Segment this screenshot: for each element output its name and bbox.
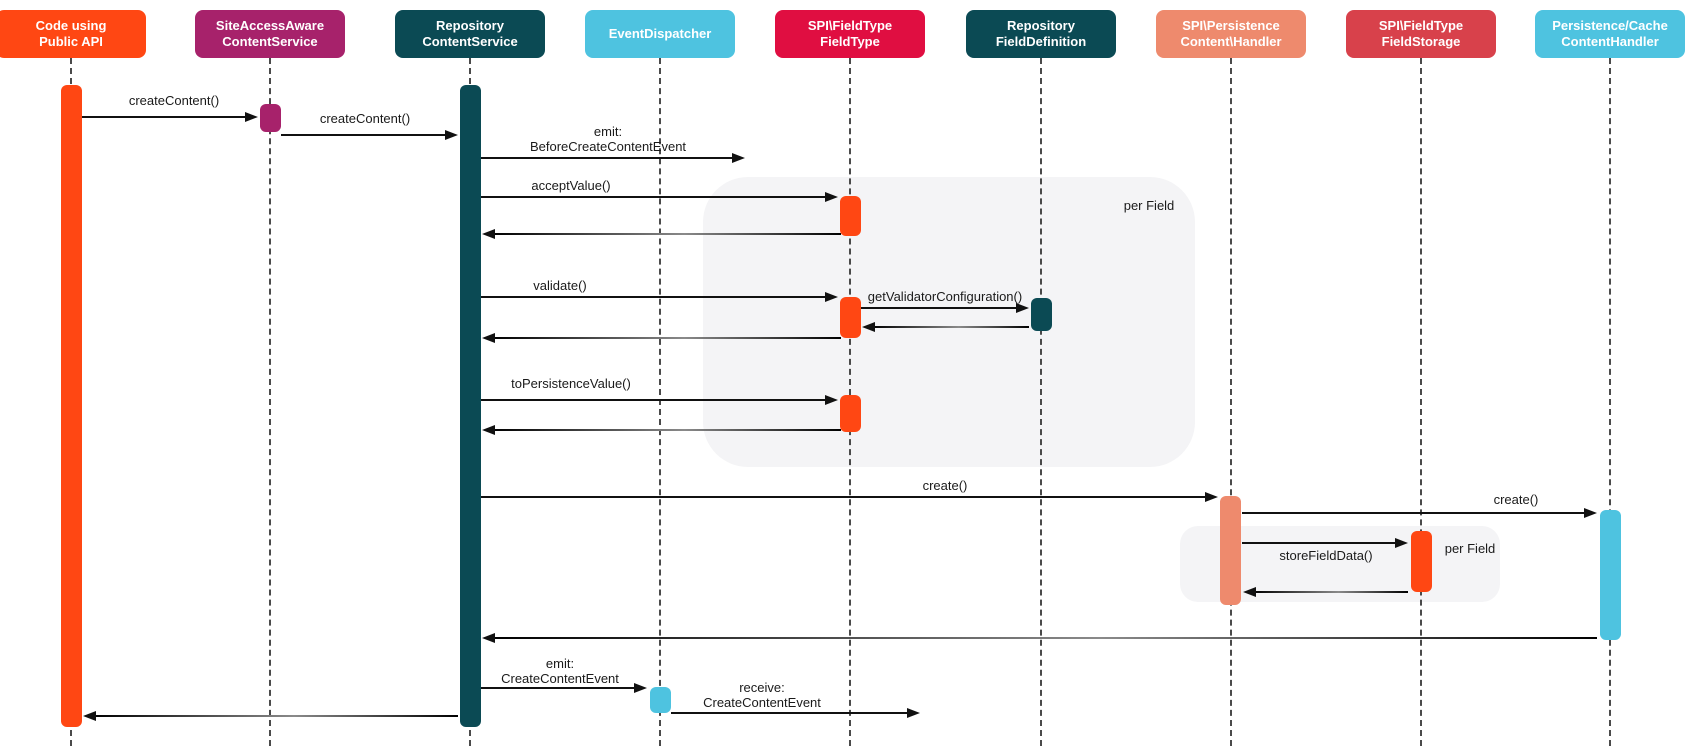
message-arrowhead-return-validate: [482, 333, 495, 343]
message-line-storefielddata: [1242, 542, 1397, 544]
group-label-per-field-2: per Field: [1444, 541, 1496, 556]
activation-spi-fieldtype-acceptvalue: [839, 196, 861, 236]
message-arrowhead-create-cache: [1584, 508, 1597, 518]
message-arrowhead-return-getvalidatorconfiguration: [862, 322, 875, 332]
message-arrowhead-return-acceptvalue: [482, 229, 495, 239]
participant-siteaccessaware-contentservice: SiteAccessAware ContentService: [195, 10, 345, 58]
message-line-return-validate: [493, 337, 841, 339]
lifeline-siteaccessaware-contentservice: [269, 58, 271, 746]
activation-repository-fielddefinition: [1030, 298, 1052, 331]
group-per-field-1: [703, 177, 1195, 467]
message-line-create-persistence: [481, 496, 1207, 498]
participant-spi-fieldtype-fieldstorage: SPI\FieldType FieldStorage: [1346, 10, 1496, 58]
activation-persistence-cache-contenthandler: [1599, 510, 1621, 640]
message-arrowhead-storefielddata: [1395, 538, 1408, 548]
message-arrowhead-emit-beforecreatecontentevent: [732, 153, 745, 163]
participant-eventdispatcher: EventDispatcher: [585, 10, 735, 58]
message-label-receive-createcontentevent: receive: CreateContentEvent: [703, 680, 821, 711]
participant-code-public-api: Code using Public API: [0, 10, 146, 58]
message-line-emit-beforecreatecontentevent: [481, 157, 734, 159]
message-line-emit-createcontentevent: [481, 687, 636, 689]
activation-spi-persistence-content-handler: [1219, 496, 1241, 605]
message-line-return-topersistencevalue: [493, 429, 841, 431]
message-label-topersistencevalue: toPersistenceValue(): [511, 376, 631, 391]
message-arrowhead-return-createcontent: [83, 711, 96, 721]
message-label-createcontent-1: createContent(): [128, 93, 220, 108]
message-line-validate: [481, 296, 827, 298]
activation-siteaccessaware-contentservice: [259, 104, 281, 132]
activation-spi-fieldtype-validate: [839, 297, 861, 338]
message-line-createcontent-1: [82, 116, 247, 118]
message-line-return-createcontent: [94, 715, 458, 717]
group-label-per-field-1: per Field: [1123, 198, 1175, 213]
message-line-return-getvalidatorconfiguration: [873, 326, 1029, 328]
message-label-getvalidatorconfiguration: getValidatorConfiguration(): [867, 289, 1023, 304]
participant-spi-fieldtype-fieldtype: SPI\FieldType FieldType: [775, 10, 925, 58]
message-arrowhead-return-storefielddata: [1243, 587, 1256, 597]
message-label-createcontent-2: createContent(): [319, 111, 411, 126]
activation-spi-fieldtype-fieldstorage: [1410, 531, 1432, 592]
message-arrowhead-topersistencevalue: [825, 395, 838, 405]
message-line-getvalidatorconfiguration: [861, 307, 1018, 309]
message-label-acceptvalue: acceptValue(): [531, 178, 611, 193]
message-arrowhead-create-persistence: [1205, 492, 1218, 502]
message-line-acceptvalue: [481, 196, 827, 198]
message-arrowhead-return-topersistencevalue: [482, 425, 495, 435]
participant-repository-fielddefinition: Repository FieldDefinition: [966, 10, 1116, 58]
message-arrowhead-createcontent-2: [445, 130, 458, 140]
message-label-storefielddata: storeFieldData(): [1279, 548, 1373, 563]
lifeline-eventdispatcher: [659, 58, 661, 746]
participant-persistence-cache-contenthandler: Persistence/Cache ContentHandler: [1535, 10, 1685, 58]
message-line-return-create: [493, 637, 1597, 639]
message-arrowhead-getvalidatorconfiguration: [1016, 303, 1029, 313]
message-arrowhead-validate: [825, 292, 838, 302]
message-arrowhead-createcontent-1: [245, 112, 258, 122]
message-line-topersistencevalue: [481, 399, 827, 401]
lifeline-spi-fieldtype-fieldstorage: [1420, 58, 1422, 746]
message-line-return-storefielddata: [1254, 591, 1408, 593]
activation-spi-fieldtype-topersistencevalue: [839, 395, 861, 432]
participant-repository-contentservice: Repository ContentService: [395, 10, 545, 58]
message-line-create-cache: [1242, 512, 1586, 514]
lifeline-persistence-cache-contenthandler: [1609, 58, 1611, 746]
message-arrowhead-receive-createcontentevent: [907, 708, 920, 718]
message-arrowhead-return-create: [482, 633, 495, 643]
activation-repository-contentservice: [459, 85, 481, 727]
message-label-emit-createcontentevent: emit: CreateContentEvent: [501, 656, 619, 687]
lifeline-repository-fielddefinition: [1040, 58, 1042, 746]
message-line-createcontent-2: [281, 134, 447, 136]
message-label-create-persistence: create(): [922, 478, 968, 493]
message-arrowhead-emit-createcontentevent: [634, 683, 647, 693]
message-label-validate: validate(): [533, 278, 587, 293]
activation-eventdispatcher: [649, 687, 671, 713]
lifeline-spi-persistence-content-handler: [1230, 58, 1232, 746]
message-line-receive-createcontentevent: [671, 712, 909, 714]
message-label-emit-beforecreatecontentevent: emit: BeforeCreateContentEvent: [529, 124, 687, 155]
message-line-return-acceptvalue: [493, 233, 841, 235]
message-arrowhead-acceptvalue: [825, 192, 838, 202]
participant-spi-persistence-content-handler: SPI\Persistence Content\Handler: [1156, 10, 1306, 58]
activation-code-public-api: [60, 85, 82, 727]
message-label-create-cache: create(): [1493, 492, 1539, 507]
